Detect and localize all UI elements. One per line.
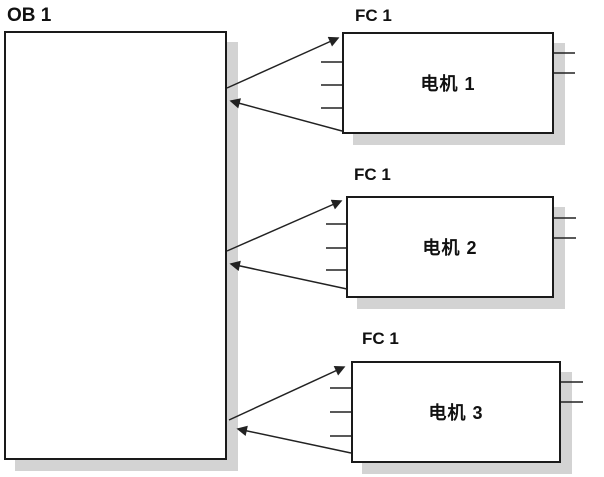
call-arrow-1 [226, 36, 340, 89]
fc1-call3-block: 电机 3 [351, 361, 561, 463]
fc1-call2-title: FC 1 [354, 165, 391, 184]
return-arrow-1 [229, 98, 343, 132]
motor3-label: 电机 3 [428, 403, 484, 423]
output-ticks-1 [554, 52, 575, 74]
fc1-call2-block: 电机 2 [346, 196, 554, 298]
input-ticks-2 [326, 223, 346, 271]
fc1-call1-title: FC 1 [355, 6, 392, 25]
call-arrow-3 [228, 365, 346, 421]
fc1-call3-title: FC 1 [362, 329, 399, 348]
ob1-title: OB 1 [7, 5, 52, 26]
fc1-call1-block: 电机 1 [342, 32, 554, 134]
output-ticks-3 [561, 381, 583, 403]
motor1-label: 电机 1 [420, 74, 476, 94]
motor2-label: 电机 2 [422, 238, 478, 258]
input-ticks-3 [330, 387, 351, 437]
input-ticks-1 [321, 61, 342, 109]
output-ticks-2 [554, 217, 576, 239]
return-arrow-2 [229, 260, 348, 290]
call-arrow-2 [226, 199, 343, 252]
return-arrow-3 [236, 425, 352, 454]
ob1-block [4, 31, 227, 460]
